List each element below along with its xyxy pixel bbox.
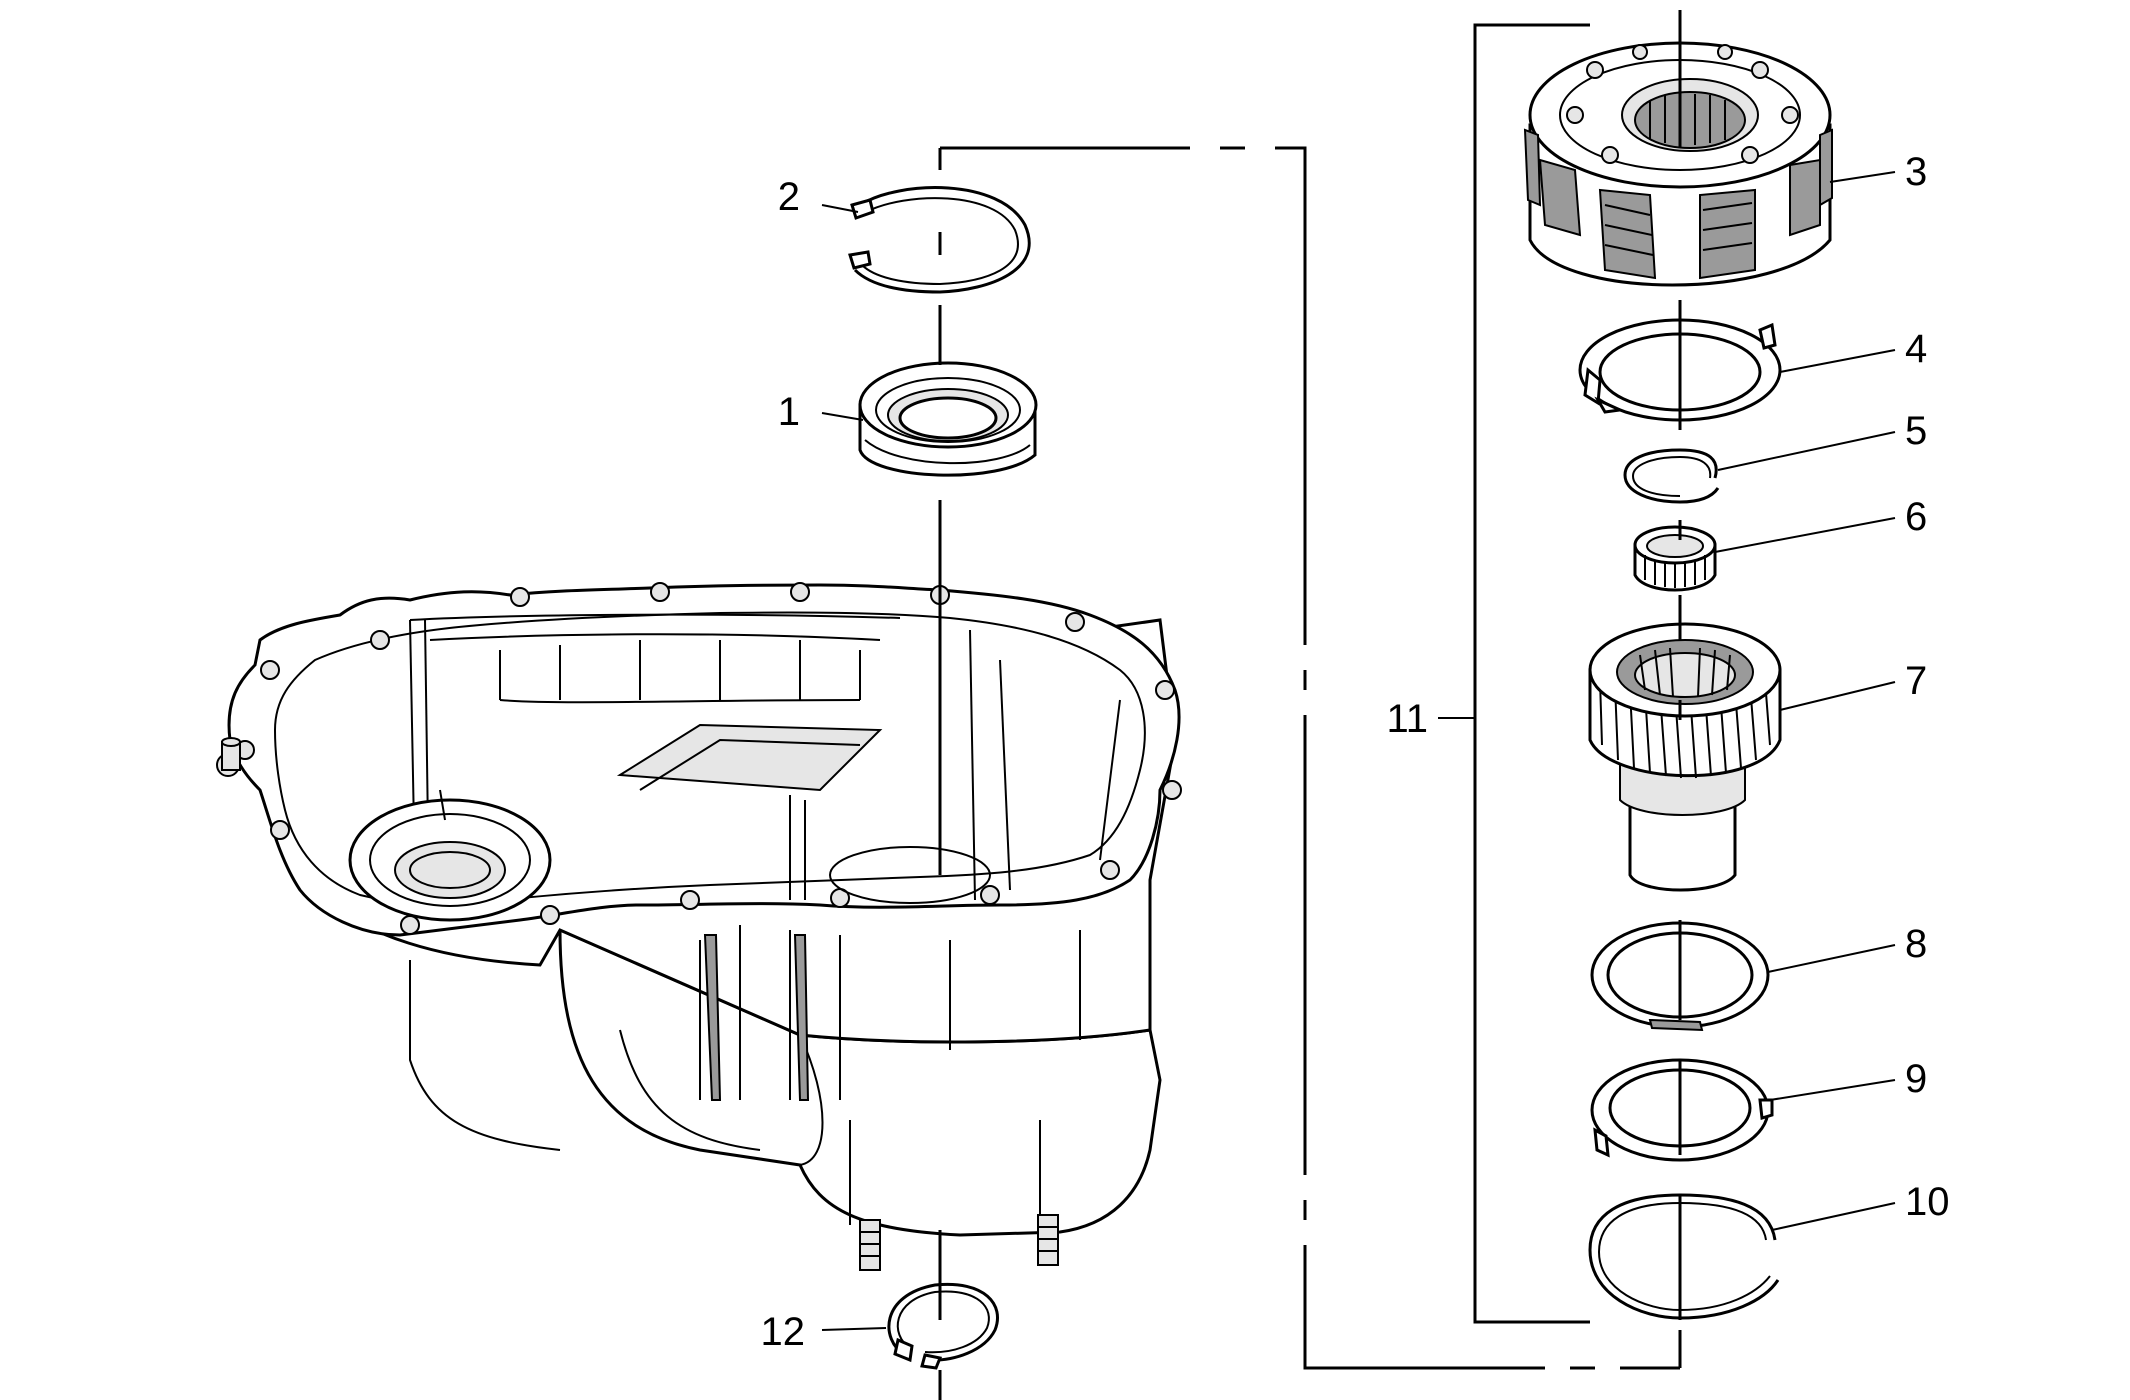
- assembly-connector-line: [940, 146, 1680, 1370]
- callout-4: 4: [1905, 327, 1927, 371]
- needle-bearing-6: [1633, 525, 1717, 592]
- callout-5: 5: [1905, 409, 1927, 453]
- callout-8: 8: [1905, 922, 1927, 966]
- snap-ring-5: [1623, 448, 1720, 504]
- bearing-1: [858, 361, 1038, 477]
- callout-6: 6: [1905, 495, 1927, 539]
- flange-bolt-holes: [216, 582, 1182, 935]
- callout-2: 2: [778, 175, 800, 219]
- callout-1: 1: [778, 390, 800, 434]
- callout-3: 3: [1905, 150, 1927, 194]
- thrust-washer-9: [1590, 1058, 1774, 1162]
- transfer-case-housing: [216, 582, 1182, 1271]
- callout-11: 11: [1386, 697, 1428, 741]
- bracket-11: [1473, 23, 1590, 1324]
- housing-stud-right: [1037, 1214, 1059, 1266]
- callout-10: 10: [1905, 1180, 1950, 1224]
- callout-labels: 2 1 3 4 5 6 7 8 9 10 11 12: [761, 150, 1950, 1354]
- leader-lines: [821, 171, 1896, 1331]
- callout-12: 12: [761, 1310, 806, 1354]
- drive-gear-7: [1588, 622, 1782, 892]
- snap-ring-12: [887, 1282, 999, 1370]
- callout-9: 9: [1905, 1057, 1927, 1101]
- planetary-carrier-3: [1523, 41, 1833, 287]
- housing-stud-left: [859, 1219, 881, 1271]
- snap-ring-10: [1588, 1193, 1780, 1320]
- callout-7: 7: [1905, 659, 1927, 703]
- snap-ring-2: [848, 186, 1031, 294]
- housing-bearing-bore: [348, 798, 552, 922]
